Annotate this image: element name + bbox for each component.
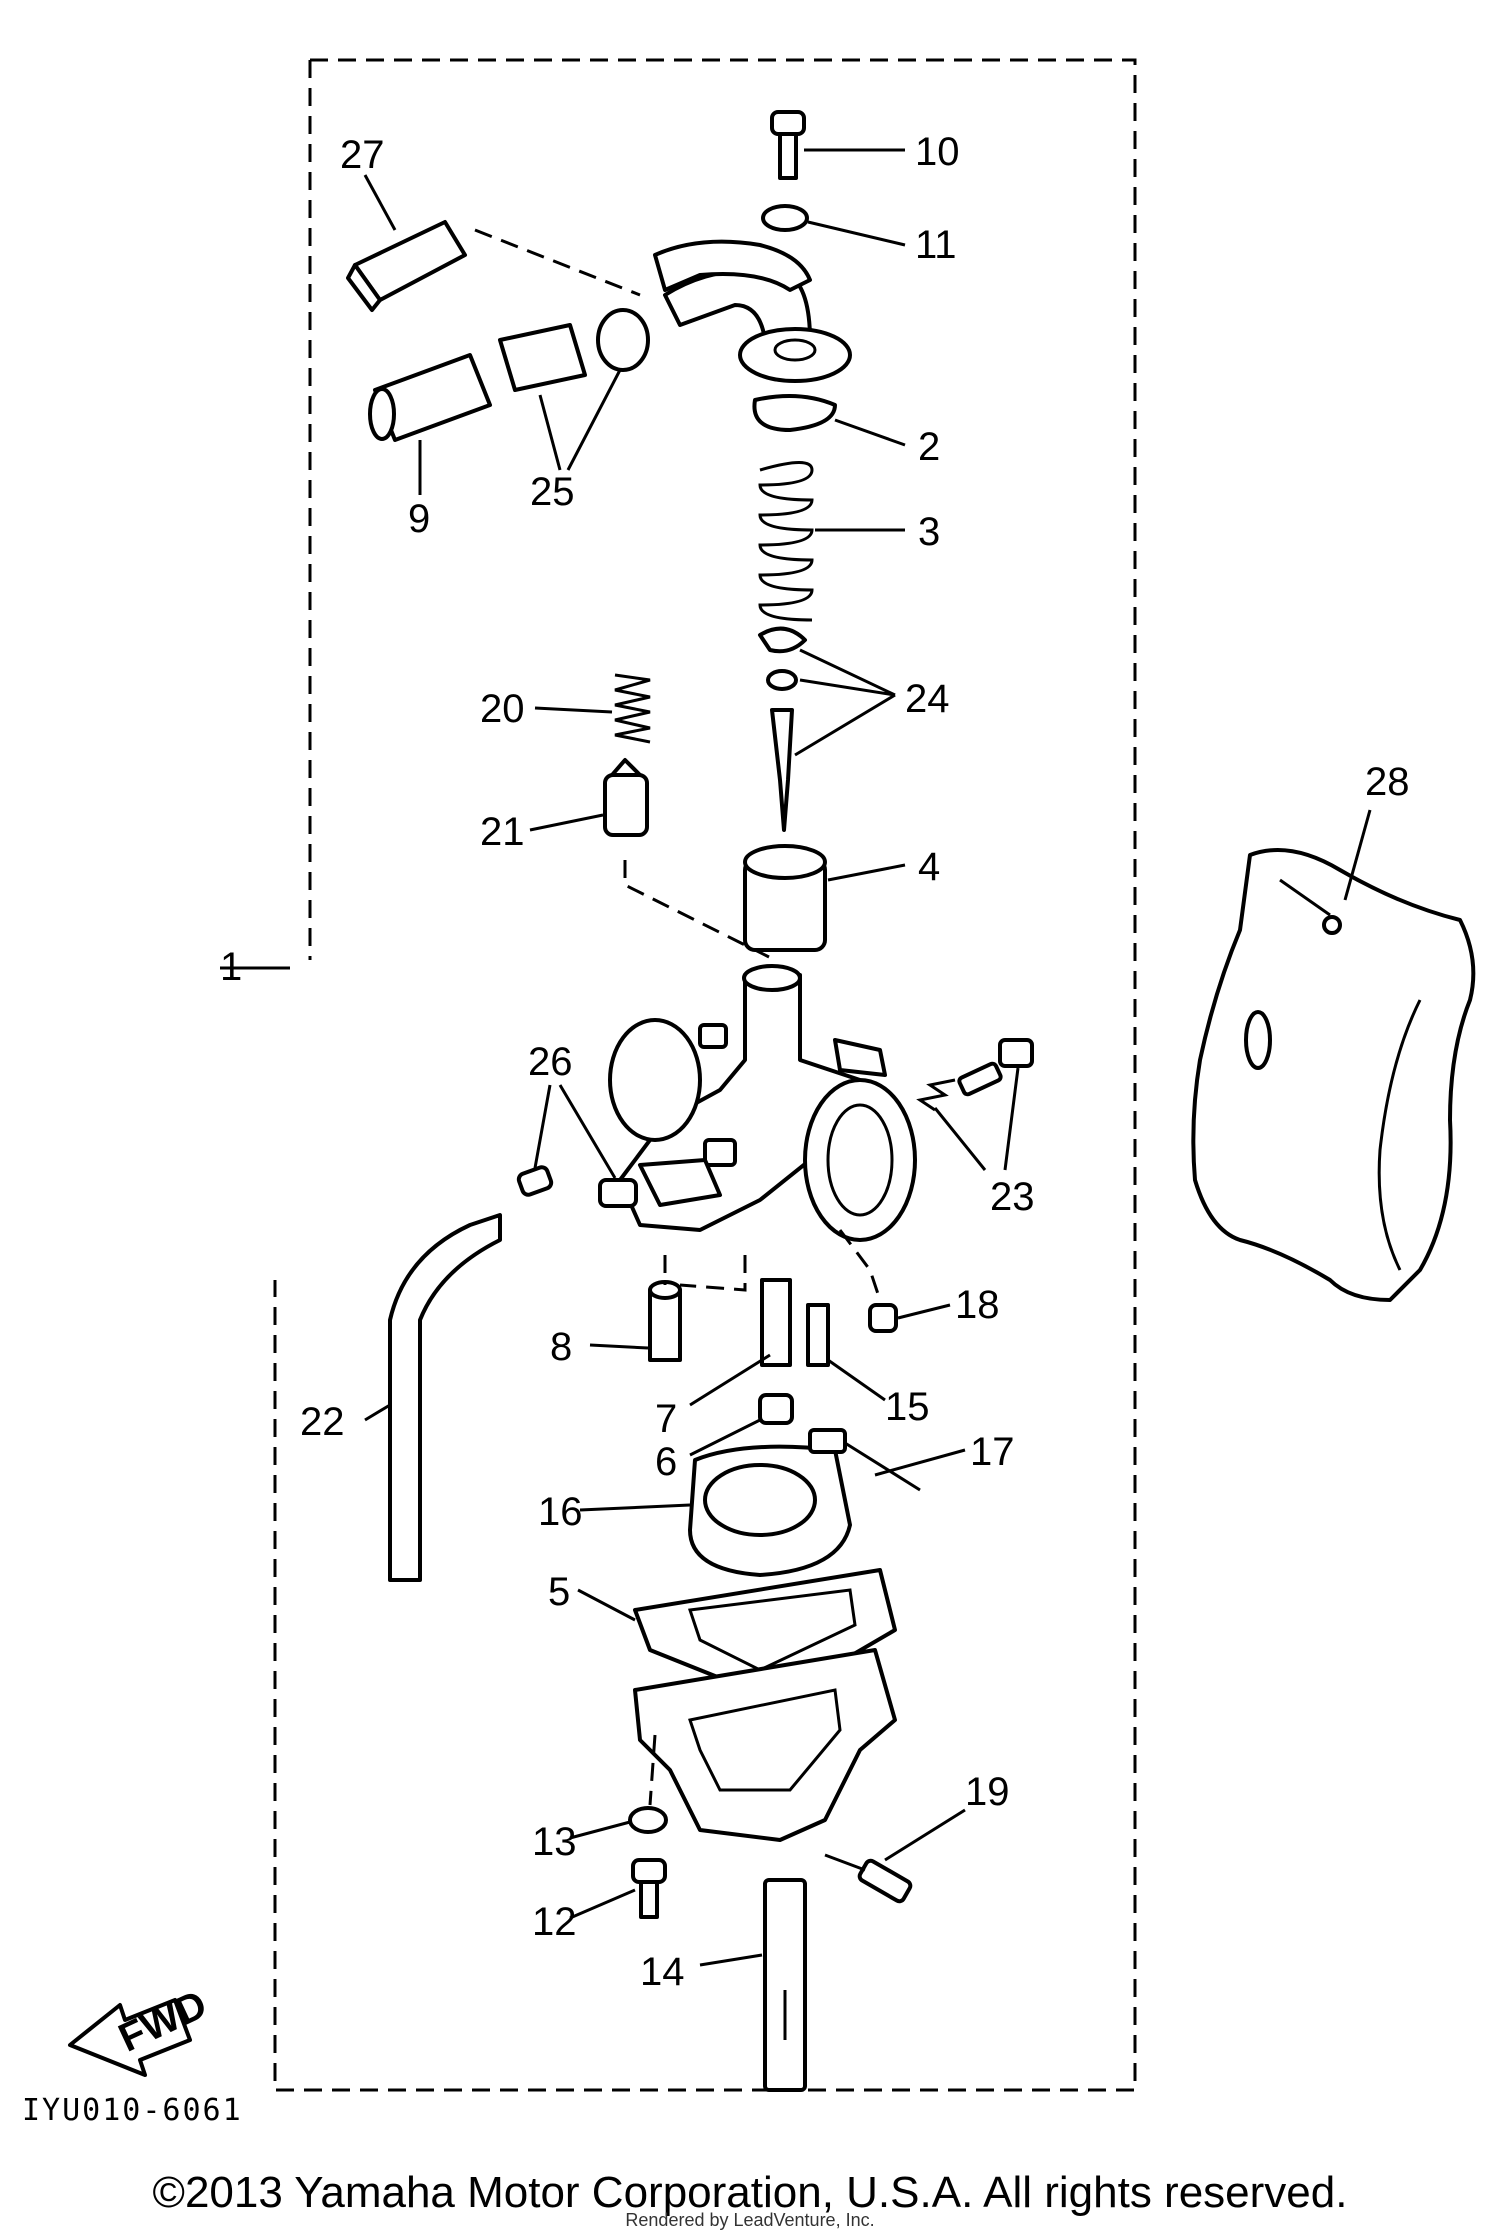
part-8-main-jet [648, 1280, 682, 1362]
part-2-gasket [752, 394, 837, 432]
part-6-float-valve [758, 1393, 794, 1425]
part-7-needle-jet [760, 1278, 792, 1367]
callout-16: 16 [538, 1490, 583, 1534]
callout-20: 20 [480, 687, 525, 731]
part-4-throttle-valve [743, 844, 827, 952]
part-14-tube [763, 1878, 807, 2092]
callout-7: 7 [655, 1397, 677, 1441]
part-12-screw [631, 1858, 667, 1919]
part-28-cover [1191, 848, 1476, 1302]
part-22-tube [388, 1213, 502, 1582]
assembly-boundary [273, 58, 1137, 2092]
callout-25: 25 [530, 470, 575, 514]
part-27-cap [346, 220, 467, 312]
callout-6: 6 [655, 1440, 677, 1484]
callout-3: 3 [918, 510, 940, 554]
callout-26: 26 [528, 1040, 573, 1084]
part-23-screw-spring [916, 1038, 1034, 1112]
callout-15: 15 [885, 1385, 930, 1429]
part-20-spring [614, 673, 651, 744]
carburetor-body [608, 964, 917, 1242]
callout-24: 24 [905, 677, 950, 721]
callout-19: 19 [965, 1770, 1010, 1814]
callout-22: 22 [300, 1400, 345, 1444]
part-9-cap [368, 353, 492, 442]
part-19-drain-screw [824, 1853, 913, 1904]
part-11-washer [761, 204, 809, 232]
callout-8: 8 [550, 1325, 572, 1369]
callout-2: 2 [918, 425, 940, 469]
mixing-chamber-top [653, 239, 852, 383]
part-13-washer [628, 1806, 668, 1834]
callout-9: 9 [408, 497, 430, 541]
callout-18: 18 [955, 1283, 1000, 1327]
callout-14: 14 [640, 1950, 685, 1994]
callout-21: 21 [480, 810, 525, 854]
drawing-code: IYU010-6061 [22, 2093, 243, 2128]
callout-4: 4 [918, 845, 940, 889]
part-3-spring [758, 461, 814, 622]
callout-27: 27 [340, 133, 385, 177]
callout-13: 13 [532, 1820, 577, 1864]
part-15-pilot-jet [806, 1303, 830, 1367]
callout-12: 12 [532, 1900, 577, 1944]
fwd-arrow-icon: FWD [68, 1982, 213, 2077]
copyright-notice: ©2013 Yamaha Motor Corporation, U.S.A. A… [152, 2168, 1348, 2217]
callout-11: 11 [915, 223, 957, 267]
callout-23: 23 [990, 1175, 1035, 1219]
part-18-screw [868, 1303, 898, 1333]
callout-28: 28 [1365, 760, 1410, 804]
callout-10: 10 [915, 130, 960, 174]
callout-5: 5 [548, 1570, 570, 1614]
part-25-nut [498, 308, 650, 392]
part-17-float-pin [808, 1428, 921, 1492]
part-10-screw [770, 110, 806, 180]
part-24-needle-set [758, 626, 807, 832]
part-16-float [688, 1444, 852, 1577]
part-21-screw [603, 758, 649, 837]
callout-17: 17 [970, 1430, 1015, 1474]
rendered-by-credit: Rendered by LeadVenture, Inc. [625, 2210, 875, 2230]
float-chamber-bowl [633, 1648, 897, 1842]
part-26-screws [516, 1165, 638, 1208]
callout-1: 1 [220, 945, 242, 989]
